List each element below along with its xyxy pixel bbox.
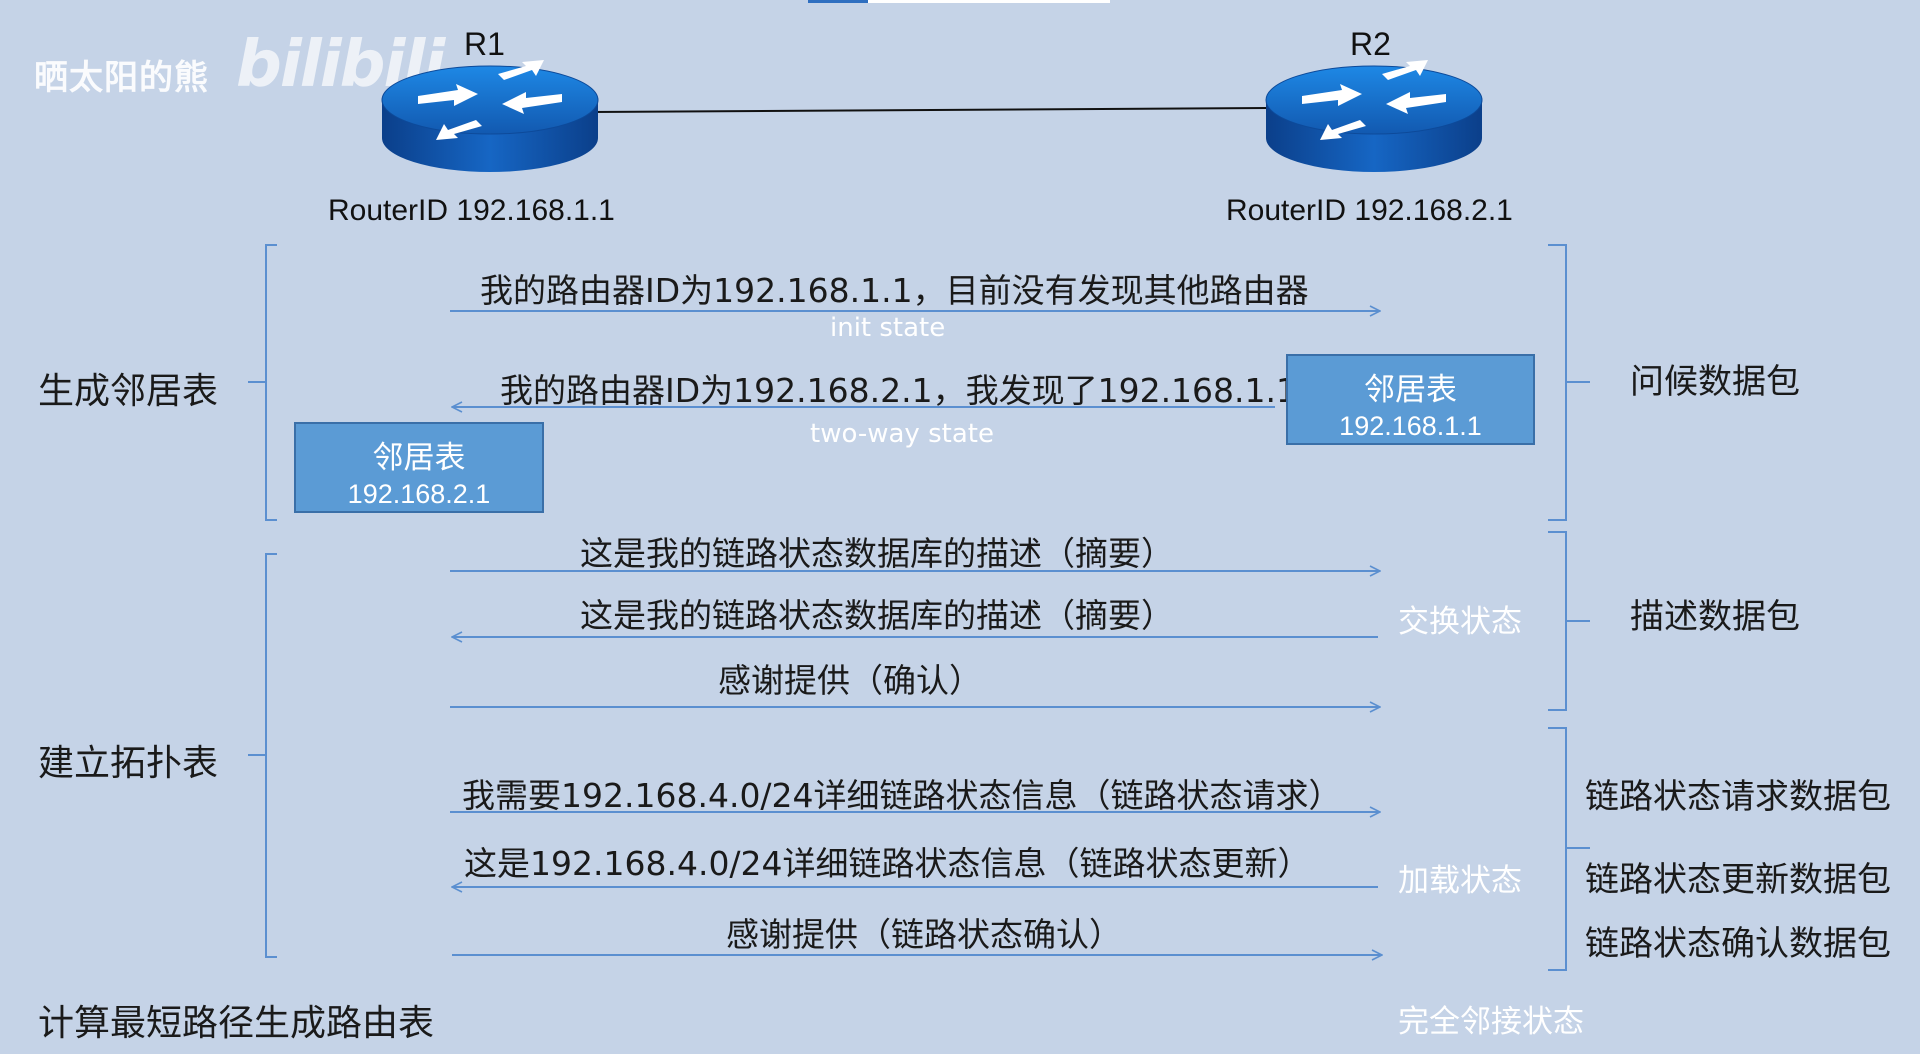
state-exchange: 交换状态 bbox=[1398, 604, 1522, 640]
neighbor-table-r1-title: 邻居表 bbox=[372, 440, 466, 476]
left-bracket-topology bbox=[248, 553, 277, 958]
top-strip bbox=[808, 0, 868, 3]
message-hello-r1: 我的路由器ID为192.168.1.1，目前没有发现其他路由器 bbox=[480, 271, 1309, 310]
router-r1-id: RouterID 192.168.1.1 bbox=[328, 194, 615, 227]
message-dd-r1: 这是我的链路状态数据库的描述（摘要） bbox=[580, 534, 1174, 573]
neighbor-table-r1: 邻居表 192.168.2.1 bbox=[294, 422, 544, 513]
neighbor-table-r2-title: 邻居表 bbox=[1364, 372, 1457, 408]
message-dd-r2: 这是我的链路状态数据库的描述（摘要） bbox=[580, 596, 1174, 635]
phase-topology-label: 建立拓扑表 bbox=[38, 743, 219, 784]
router-r2-icon bbox=[1265, 60, 1483, 172]
message-dd-ack: 感谢提供（确认） bbox=[718, 661, 982, 700]
packet-hello-label: 问候数据包 bbox=[1630, 362, 1800, 402]
top-strip-light bbox=[868, 0, 1110, 3]
phase-neighbor-label: 生成邻居表 bbox=[38, 371, 219, 412]
watermark-text: 晒太阳的熊 bbox=[34, 58, 209, 98]
neighbor-table-r2-entry: 192.168.1.1 bbox=[1339, 411, 1482, 441]
neighbor-table-r2: 邻居表 192.168.1.1 bbox=[1286, 354, 1535, 445]
right-bracket-ls bbox=[1548, 727, 1590, 971]
state-init: init state bbox=[830, 313, 946, 343]
phase-routing-label: 计算最短路径生成路由表 bbox=[38, 1003, 435, 1044]
packet-dd-label: 描述数据包 bbox=[1630, 597, 1800, 637]
message-hello-r2: 我的路由器ID为192.168.2.1，我发现了192.168.1.1 bbox=[500, 371, 1298, 410]
router-r1-name: R1 bbox=[464, 26, 505, 62]
state-full: 完全邻接状态 bbox=[1398, 1004, 1584, 1040]
state-two-way: two-way state bbox=[810, 419, 994, 449]
packet-lsack-label: 链路状态确认数据包 bbox=[1585, 924, 1891, 964]
packet-lsr-label: 链路状态请求数据包 bbox=[1585, 777, 1891, 817]
message-lsr: 我需要192.168.4.0/24详细链路状态信息（链路状态请求） bbox=[462, 776, 1342, 815]
message-lsu: 这是192.168.4.0/24详细链路状态信息（链路状态更新） bbox=[464, 844, 1311, 883]
packet-lsu-label: 链路状态更新数据包 bbox=[1585, 860, 1891, 900]
state-loading: 加载状态 bbox=[1398, 863, 1522, 899]
neighbor-table-r1-entry: 192.168.2.1 bbox=[347, 479, 491, 509]
message-lsack: 感谢提供（链路状态确认） bbox=[726, 915, 1122, 954]
left-bracket-neighbor bbox=[248, 244, 277, 521]
right-bracket-dd bbox=[1548, 531, 1590, 711]
router-r1-icon bbox=[381, 60, 599, 172]
router-link bbox=[591, 107, 1269, 113]
router-r2-id: RouterID 192.168.2.1 bbox=[1226, 194, 1513, 227]
router-r2-name: R2 bbox=[1350, 26, 1391, 62]
right-bracket-hello bbox=[1548, 244, 1590, 521]
